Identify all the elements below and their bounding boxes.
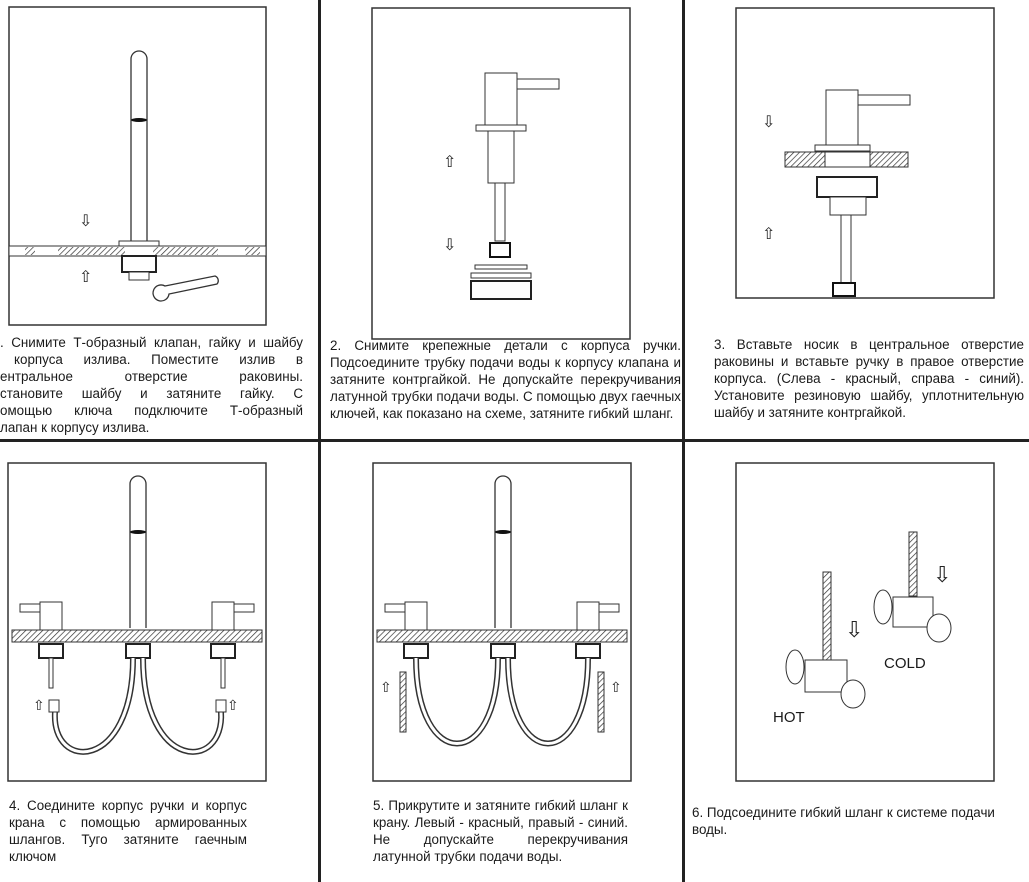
step6-text: 6. Подсоедините гибкий шланг к системе п… — [692, 804, 1026, 838]
step5-text: 5. Прикрутите и затяните гибкий шланг к … — [373, 797, 628, 865]
svg-text:⇧: ⇧ — [79, 269, 92, 286]
step5-illustration: ⇧ ⇧ — [372, 462, 632, 782]
step5-paragraph: 5. Прикрутите и затяните гибкий шланг к … — [373, 798, 628, 864]
svg-text:⇧: ⇧ — [443, 154, 456, 171]
svg-text:⇩: ⇩ — [79, 213, 92, 230]
step4-paragraph: 4. Соедините корпус ручки и корпус крана… — [9, 798, 247, 864]
step2-paragraph: 2. Снимите крепежные детали с корпуса ру… — [330, 338, 681, 421]
step4-text: 4. Соедините корпус ручки и корпус крана… — [9, 797, 247, 865]
svg-text:⇧: ⇧ — [762, 226, 775, 243]
step4-illustration: ⇧ ⇧ — [7, 462, 267, 782]
step1-line: омощью ключа подключите Т-образный — [0, 403, 303, 418]
step3-text: 3. Вставьте носик в центральное отверсти… — [714, 336, 1024, 421]
step1-line: корпуса излива. Поместите излив в — [14, 352, 303, 367]
step1-line: ентральное отверстие раковины. — [0, 369, 303, 384]
step6-illustration: ⇩ ⇩ — [735, 462, 995, 782]
svg-text:⇩: ⇩ — [933, 562, 951, 587]
svg-text:⇩: ⇩ — [762, 114, 775, 131]
svg-text:⇩: ⇩ — [443, 237, 456, 254]
row-divider — [0, 439, 1029, 442]
step3-illustration: ⇩ ⇧ — [735, 7, 995, 299]
cold-label: COLD — [884, 655, 926, 672]
step1-line: лапан к корпусу излива. — [0, 420, 150, 435]
step1-illustration: ⇩ ⇧ — [8, 6, 267, 326]
svg-text:⇧: ⇧ — [380, 679, 392, 695]
hot-label: HOT — [773, 709, 805, 726]
step1-line: становите шайбу и затяните гайку. С — [0, 386, 303, 401]
step2-illustration: ⇧ ⇩ — [371, 7, 631, 340]
svg-text:⇧: ⇧ — [33, 697, 45, 713]
step1-line: . Снимите Т-образный клапан, гайку и шай… — [0, 335, 303, 350]
step3-paragraph: 3. Вставьте носик в центральное отверсти… — [714, 337, 1024, 420]
step6-paragraph: 6. Подсоедините гибкий шланг к системе п… — [692, 805, 995, 837]
svg-text:⇧: ⇧ — [227, 697, 239, 713]
svg-text:⇧: ⇧ — [610, 679, 622, 695]
svg-text:⇩: ⇩ — [845, 617, 863, 642]
step2-text: 2. Снимите крепежные детали с корпуса ру… — [330, 337, 681, 422]
step1-text: . Снимите Т-образный клапан, гайку и шай… — [0, 334, 303, 436]
